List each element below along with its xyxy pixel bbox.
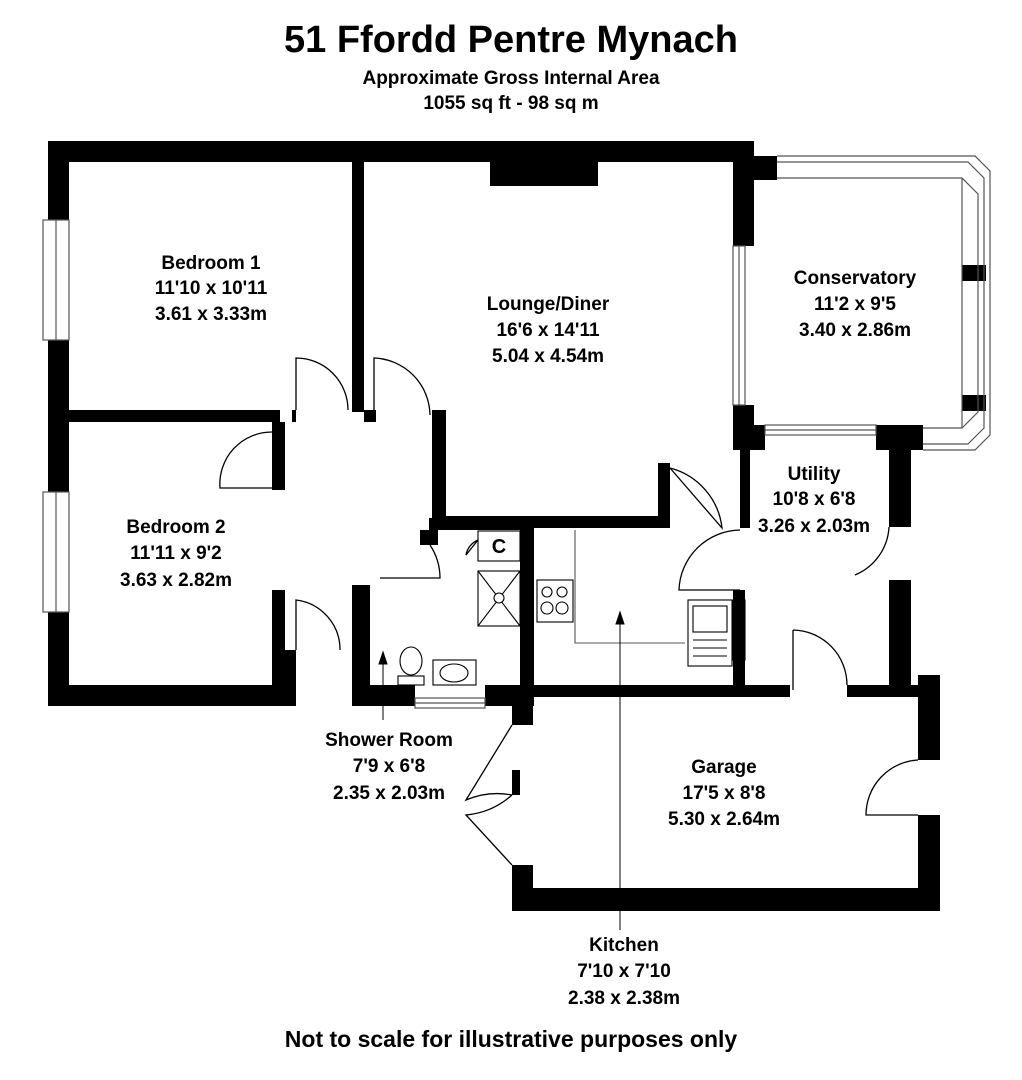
bedroom1-imperial: 11'10 x 10'11 [155, 278, 268, 299]
utility-east-door [854, 526, 890, 576]
conservatory-imperial: 11'2 x 9'5 [814, 294, 896, 315]
windows [42, 155, 991, 709]
shower-tray [477, 570, 521, 627]
bedroom1-metric: 3.61 x 3.33m [155, 304, 267, 325]
conservatory-frame [777, 155, 991, 451]
kitchen-worktop [574, 530, 685, 644]
fixtures [397, 530, 746, 686]
kitchen-name: Kitchen [589, 935, 659, 956]
lounge-metric: 5.04 x 4.54m [492, 346, 604, 367]
bedroom2-imperial: 11'11 x 9'2 [130, 543, 221, 564]
bedroom2-name: Bedroom 2 [126, 517, 225, 538]
disclaimer: Not to scale for illustrative purposes o… [285, 1026, 738, 1052]
cupboard-label: C [492, 536, 506, 558]
basin-icon [432, 659, 477, 686]
utility-door [669, 467, 723, 531]
garage-side-door [865, 759, 919, 816]
utility-name: Utility [788, 464, 841, 485]
pointers [378, 610, 625, 930]
garage-imperial: 17'5 x 8'8 [683, 783, 766, 804]
bedroom1-door [295, 357, 349, 411]
shower-door [380, 544, 441, 579]
garage-front-door [464, 724, 513, 802]
area-label: Approximate Gross Internal Area [362, 68, 659, 89]
plan-title: 51 Ffordd Pentre Mynach [284, 19, 738, 61]
room-labels: Bedroom 1 11'10 x 10'11 3.61 x 3.33m Bed… [120, 253, 917, 1009]
bedroom1-name: Bedroom 1 [161, 253, 261, 274]
lounge-door [373, 357, 431, 416]
sink-icon [687, 599, 733, 667]
bedroom2-door [219, 431, 273, 489]
garage-name: Garage [691, 757, 756, 778]
cupboard [477, 530, 521, 562]
conservatory-metric: 3.40 x 2.86m [799, 320, 911, 341]
kitchen-utility-door [679, 590, 740, 598]
hob-icon [536, 579, 574, 623]
shower-metric: 2.35 x 2.03m [333, 783, 445, 804]
utility-imperial: 10'8 x 6'8 [773, 489, 856, 510]
lounge-name: Lounge/Diner [487, 294, 610, 315]
doors [219, 357, 919, 866]
kitchen-metric: 2.38 x 2.38m [568, 988, 680, 1009]
bedroom2-metric: 3.63 x 2.82m [120, 570, 232, 591]
walls [48, 141, 986, 911]
cupboard-door [465, 539, 479, 556]
conservatory-name: Conservatory [794, 268, 917, 289]
utility-garage-door [792, 629, 848, 686]
bedroom2-lower-door [295, 599, 341, 651]
kitchen-imperial: 7'10 x 7'10 [577, 961, 671, 982]
lounge-imperial: 16'6 x 14'11 [496, 320, 600, 341]
toilet-icon [399, 646, 423, 676]
shower-imperial: 7'9 x 6'8 [353, 756, 425, 777]
garage-metric: 5.30 x 2.64m [668, 809, 780, 830]
shower-name: Shower Room [325, 730, 453, 751]
area-value: 1055 sq ft - 98 sq m [423, 93, 598, 114]
utility-metric: 3.26 x 2.03m [758, 516, 870, 537]
